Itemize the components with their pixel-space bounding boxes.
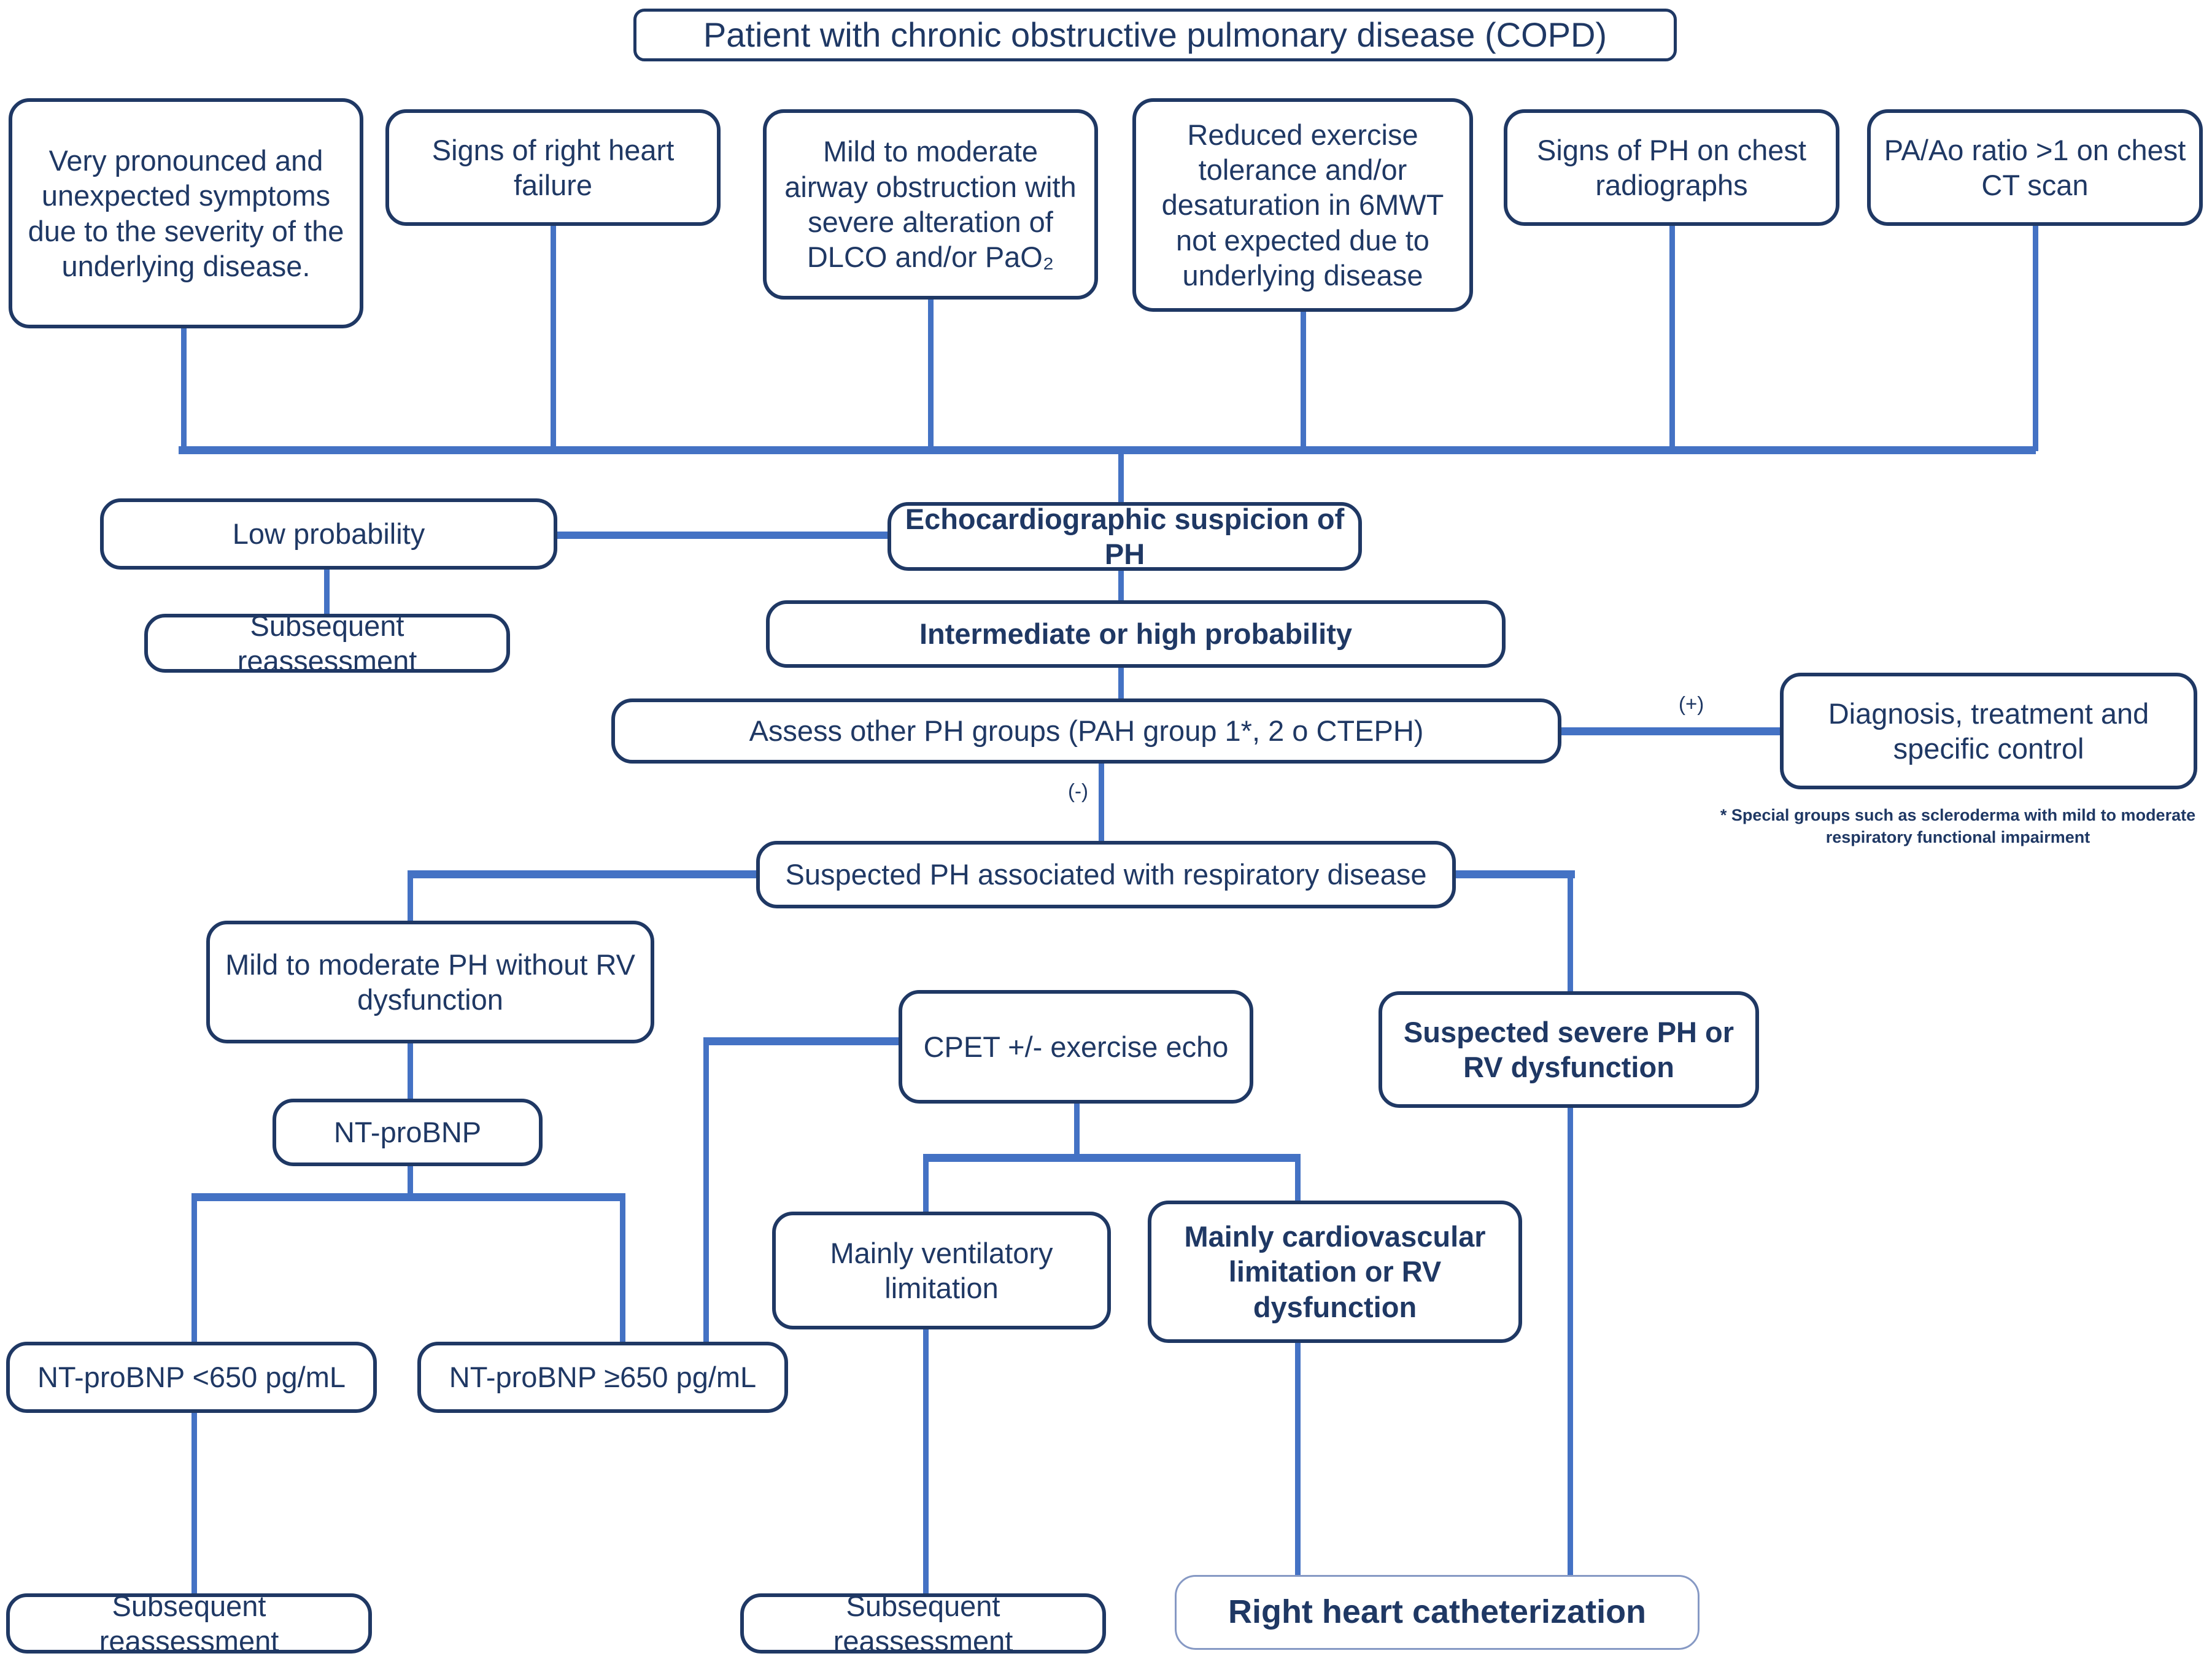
- connector-trigger-4-down: [1301, 312, 1306, 451]
- node-echocardiographic-suspicion-label: Echocardiographic suspicion of PH: [905, 502, 1345, 570]
- node-root-copd[interactable]: Patient with chronic obstructive pulmona…: [633, 9, 1677, 61]
- connector-trigger-6-down: [2033, 226, 2038, 451]
- edge-label-positive: (+): [1679, 692, 1704, 715]
- node-intermediate-or-high-probability-label: Intermediate or high probability: [919, 617, 1353, 651]
- node-low-probability[interactable]: Low probability: [100, 498, 557, 570]
- node-subsequent-reassessment-mid-label: Subsequent reassessment: [833, 1589, 1013, 1657]
- edge-label-negative: (-): [1068, 779, 1088, 802]
- node-right-heart-catheterization-label: Right heart catheterization: [1228, 1593, 1647, 1631]
- node-subsequent-reassessment-left-label: Subsequent reassessment: [99, 1589, 279, 1657]
- node-trigger-symptoms[interactable]: Very pronounced and unexpected symptoms …: [9, 98, 363, 328]
- connector-cpet-left-h: [703, 1037, 902, 1045]
- connector-suspected-left-v: [408, 870, 413, 926]
- connector-cpet-vent-down: [923, 1154, 929, 1215]
- connector-trigger-2-down: [551, 226, 556, 451]
- connector-cpet-cardio-down: [1295, 1154, 1301, 1204]
- connector-bus-to-echo: [1118, 451, 1124, 506]
- connector-cpet-down: [1074, 1102, 1080, 1158]
- connector-assess-to-diagnosis: [1559, 727, 1784, 735]
- connector-echo-to-intermediate: [1118, 570, 1124, 603]
- node-right-heart-catheterization[interactable]: Right heart catheterization: [1175, 1575, 1700, 1650]
- node-nt-probnp-label: NT-proBNP: [333, 1116, 482, 1149]
- node-suspected-ph-respiratory[interactable]: Suspected PH associated with respiratory…: [756, 841, 1456, 908]
- connector-ntprobnp-low-down: [191, 1193, 197, 1347]
- node-trigger-pa-ao-ratio-label: PA/Ao ratio >1 on chest CT scan: [1884, 133, 2186, 201]
- connector-suspected-left-h: [408, 870, 760, 878]
- node-assess-other-ph-groups[interactable]: Assess other PH groups (PAH group 1*, 2 …: [611, 698, 1561, 764]
- node-trigger-airway-obstruction[interactable]: Mild to moderate airway obstruction with…: [763, 109, 1098, 300]
- node-intermediate-or-high-probability[interactable]: Intermediate or high probability: [766, 600, 1506, 668]
- node-subsequent-reassessment-mid[interactable]: Subsequent reassessment: [740, 1590, 1106, 1657]
- node-trigger-airway-obstruction-label: Mild to moderate airway obstruction with…: [784, 135, 1077, 274]
- node-diagnosis-treatment-control[interactable]: Diagnosis, treatment and specific contro…: [1780, 673, 2197, 789]
- node-trigger-chest-radiographs[interactable]: Signs of PH on chest radiographs: [1504, 109, 1839, 226]
- connector-suspected-right-h: [1452, 870, 1575, 878]
- connector-ntprobnp-down: [408, 1165, 413, 1197]
- node-diagnosis-treatment-control-label: Diagnosis, treatment and specific contro…: [1828, 697, 2149, 765]
- node-nt-probnp-low-label: NT-proBNP <650 pg/mL: [37, 1361, 346, 1394]
- node-mainly-ventilatory-limitation-label: Mainly ventilatory limitation: [830, 1236, 1053, 1304]
- node-low-probability-label: Low probability: [232, 517, 425, 551]
- node-trigger-exercise-tolerance[interactable]: Reduced exercise tolerance and/or desatu…: [1132, 98, 1473, 312]
- connector-trigger-1-down: [181, 328, 187, 451]
- node-trigger-symptoms-label: Very pronounced and unexpected symptoms …: [28, 144, 344, 282]
- connector-ntprobnp-split: [191, 1193, 625, 1201]
- footnote-special-groups: * Special groups such as scleroderma wit…: [1720, 806, 2196, 847]
- node-trigger-right-heart-failure-label: Signs of right heart failure: [431, 133, 675, 201]
- connector-ventilatory-to-reassess: [923, 1328, 929, 1596]
- connector-cpet-split: [923, 1154, 1300, 1162]
- node-mainly-cardiovascular-limitation-label: Mainly cardiovascular limitation or RV d…: [1184, 1220, 1486, 1323]
- connector-ntprobnp-low-to-reassess: [191, 1412, 197, 1596]
- node-mainly-cardiovascular-limitation[interactable]: Mainly cardiovascular limitation or RV d…: [1148, 1201, 1522, 1343]
- connector-low-probability-down: [324, 568, 330, 617]
- node-subsequent-reassessment-left[interactable]: Subsequent reassessment: [6, 1590, 372, 1657]
- node-nt-probnp-high-label: NT-proBNP ≥650 pg/mL: [449, 1361, 757, 1394]
- node-mild-moderate-ph[interactable]: Mild to moderate PH without RV dysfuncti…: [206, 921, 654, 1043]
- node-echocardiographic-suspicion[interactable]: Echocardiographic suspicion of PH: [888, 502, 1362, 571]
- node-nt-probnp-high[interactable]: NT-proBNP ≥650 pg/mL: [417, 1342, 788, 1413]
- node-mild-moderate-ph-label: Mild to moderate PH without RV dysfuncti…: [225, 948, 635, 1016]
- connector-suspected-right-v: [1568, 870, 1573, 993]
- node-suspected-ph-respiratory-label: Suspected PH associated with respiratory…: [785, 858, 1427, 891]
- connector-trigger-bus: [179, 446, 2036, 454]
- node-cpet-exercise-echo-label: CPET +/- exercise echo: [923, 1030, 1229, 1063]
- connector-cardiovascular-to-rhc: [1295, 1342, 1301, 1577]
- node-trigger-chest-radiographs-label: Signs of PH on chest radiographs: [1537, 133, 1806, 201]
- node-mainly-ventilatory-limitation[interactable]: Mainly ventilatory limitation: [772, 1212, 1111, 1329]
- node-nt-probnp[interactable]: NT-proBNP: [273, 1099, 543, 1166]
- node-trigger-exercise-tolerance-label: Reduced exercise tolerance and/or desatu…: [1161, 118, 1444, 292]
- connector-cpet-left-v: [703, 1037, 709, 1347]
- node-suspected-severe-ph-label: Suspected severe PH or RV dysfunction: [1403, 1015, 1734, 1083]
- node-cpet-exercise-echo[interactable]: CPET +/- exercise echo: [899, 990, 1253, 1104]
- node-assess-other-ph-groups-label: Assess other PH groups (PAH group 1*, 2 …: [749, 714, 1424, 748]
- connector-intermediate-to-assess: [1118, 667, 1124, 701]
- node-root-copd-label: Patient with chronic obstructive pulmona…: [703, 15, 1607, 54]
- connector-trigger-3-down: [928, 300, 934, 451]
- connector-mild-moderate-to-ntprobnp: [408, 1042, 413, 1104]
- connector-echo-to-low-probability: [555, 532, 890, 539]
- node-nt-probnp-low[interactable]: NT-proBNP <650 pg/mL: [6, 1342, 377, 1413]
- node-trigger-right-heart-failure[interactable]: Signs of right heart failure: [385, 109, 721, 226]
- node-trigger-pa-ao-ratio[interactable]: PA/Ao ratio >1 on chest CT scan: [1867, 109, 2203, 226]
- connector-assess-to-suspected: [1099, 762, 1104, 842]
- connector-severe-to-rhc: [1568, 1107, 1573, 1577]
- node-subsequent-reassessment-low-prob-label: Subsequent reassessment: [237, 609, 417, 677]
- connector-trigger-5-down: [1669, 226, 1675, 451]
- node-suspected-severe-ph[interactable]: Suspected severe PH or RV dysfunction: [1379, 991, 1759, 1108]
- node-subsequent-reassessment-low-prob[interactable]: Subsequent reassessment: [144, 609, 510, 677]
- connector-ntprobnp-high-down: [620, 1193, 625, 1347]
